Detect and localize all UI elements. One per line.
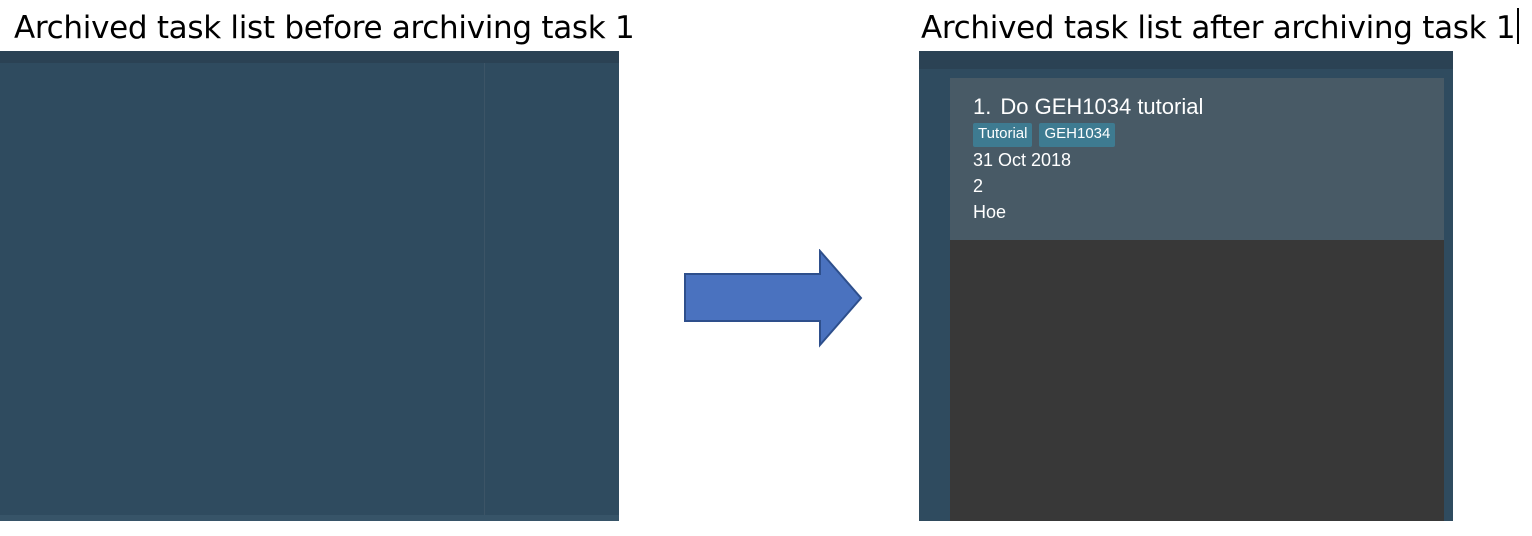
text-cursor <box>1517 8 1520 44</box>
archived-task-list-before <box>0 51 619 521</box>
task-list-view[interactable]: 1. Do GEH1034 tutorial Tutorial GEH1034 3… <box>950 78 1444 521</box>
tag-label: GEH1034 <box>1039 123 1116 147</box>
after-caption-text: Archived task list after archiving task … <box>921 10 1516 46</box>
after-caption: Archived task list after archiving task … <box>921 8 1520 48</box>
task-title: 1. Do GEH1034 tutorial <box>973 92 1444 122</box>
panel-bottom-strip <box>0 515 619 521</box>
task-priority: 2 <box>973 176 984 196</box>
archived-task-list-after: 1. Do GEH1034 tutorial Tutorial GEH1034 3… <box>919 51 1453 521</box>
tag-label: Tutorial <box>973 123 1033 147</box>
panel-divider <box>484 63 485 515</box>
task-name: Do GEH1034 tutorial <box>1000 94 1204 119</box>
task-index: 1. <box>973 94 992 119</box>
task-tags: Tutorial GEH1034 <box>973 123 1444 147</box>
task-module: Hoe <box>973 202 1007 222</box>
panel-top-band <box>919 51 1453 69</box>
task-card[interactable]: 1. Do GEH1034 tutorial Tutorial GEH1034 3… <box>950 78 1444 240</box>
right-arrow-icon <box>684 249 863 348</box>
task-date: 31 Oct 2018 <box>973 150 1072 170</box>
before-caption: Archived task list before archiving task… <box>14 10 635 46</box>
